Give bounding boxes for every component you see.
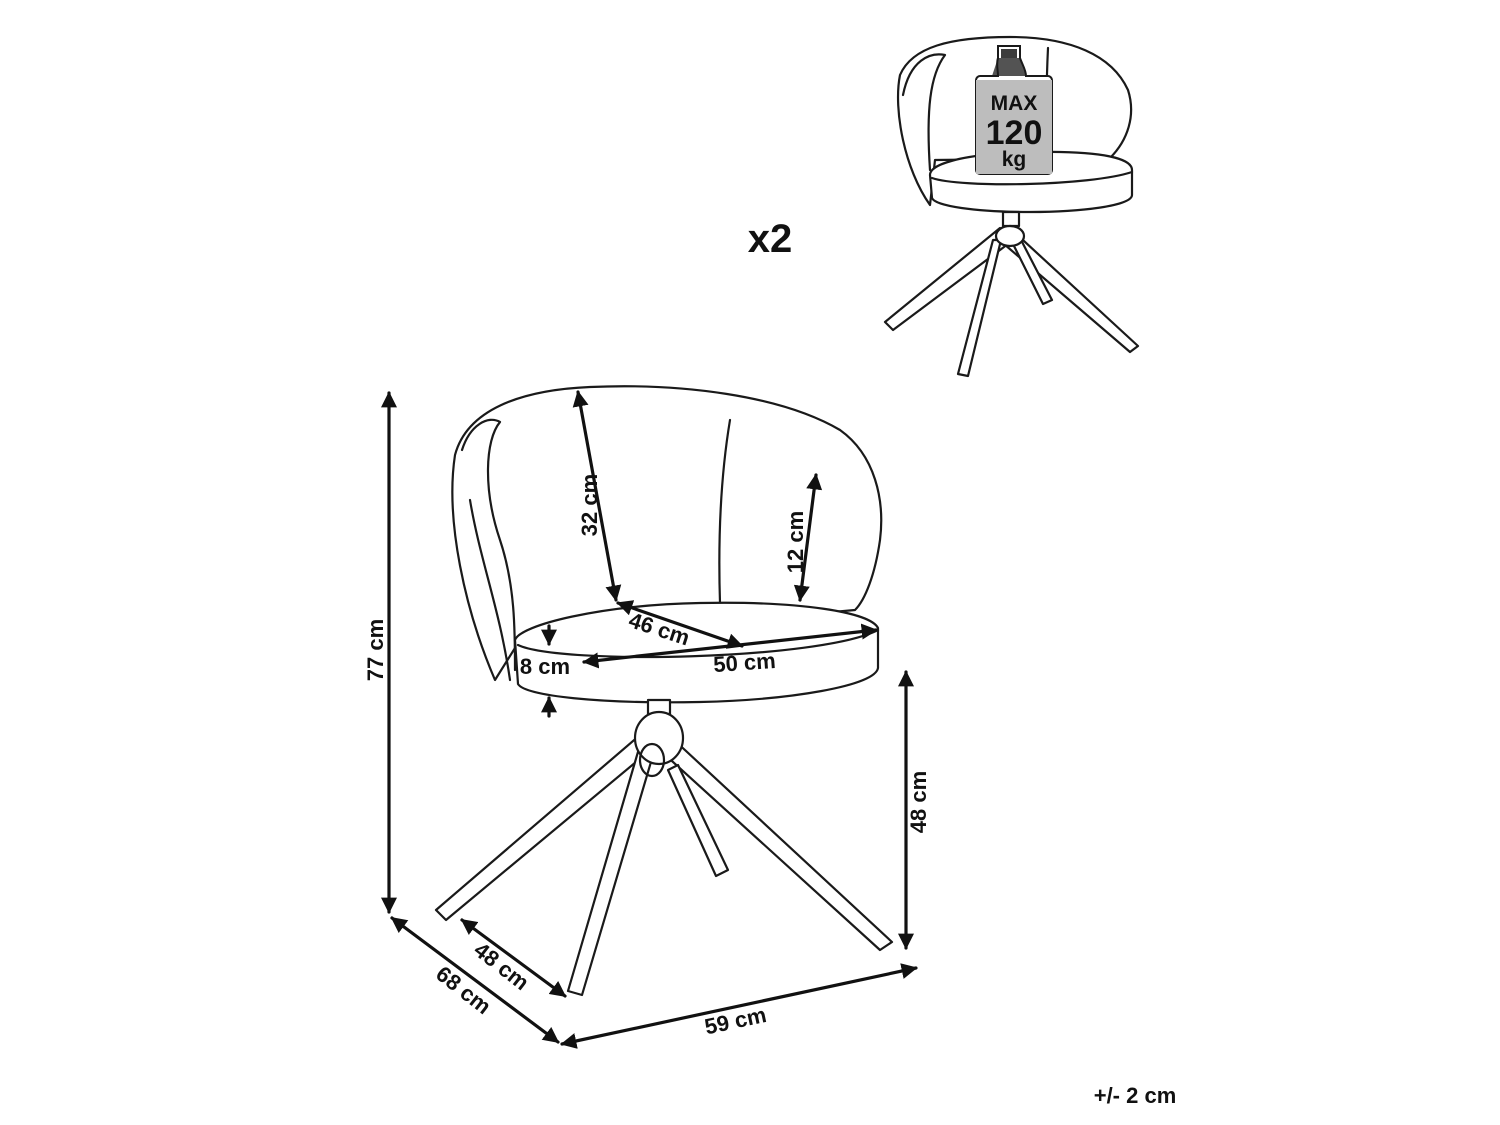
quantity-multiplier: x2: [748, 217, 793, 261]
weight-value: 120: [986, 114, 1043, 152]
label-seat-height: 48 cm: [906, 771, 931, 833]
label-seat-width: 50 cm: [712, 648, 776, 677]
tolerance-note: +/- 2 cm: [1094, 1083, 1177, 1108]
weight-unit: kg: [1002, 148, 1027, 171]
large-chair-illustration: [434, 385, 894, 997]
label-armrest-height: 12 cm: [783, 511, 808, 573]
label-total-height: 77 cm: [363, 619, 388, 681]
dimension-lines: [381, 390, 918, 1049]
weight-max-label: MAX: [991, 92, 1038, 115]
max-weight-badge: MAX 120 kg: [975, 45, 1053, 175]
label-total-width: 59 cm: [702, 1002, 768, 1039]
label-seat-thickness: 8 cm: [520, 654, 570, 679]
label-backrest-height: 32 cm: [577, 474, 602, 536]
